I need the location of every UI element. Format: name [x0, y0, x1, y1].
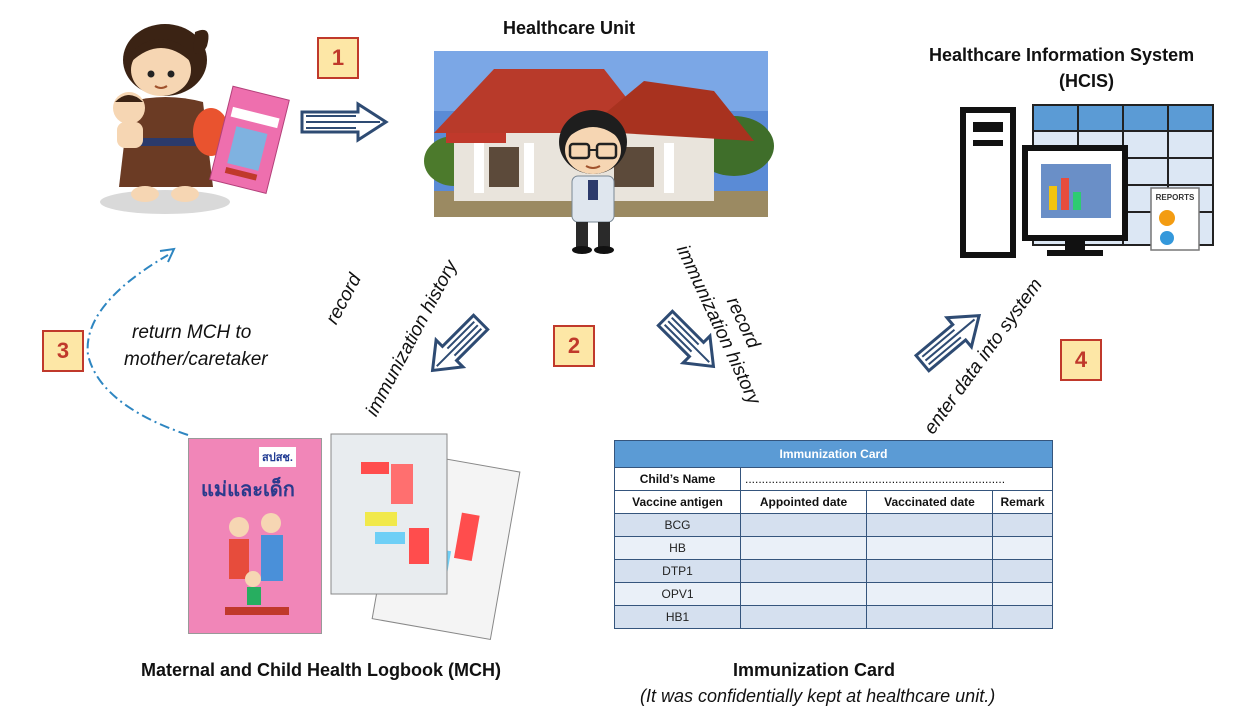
- card-title: Immunization Card: [615, 441, 1052, 468]
- record-left-line1: record: [322, 270, 366, 328]
- col-appointed-date: Appointed date: [741, 491, 867, 513]
- book-family-illustration: [225, 513, 289, 615]
- empty-cell: [741, 514, 867, 536]
- mch-logbook-pages: [330, 433, 521, 641]
- table-row: OPV1: [615, 583, 1052, 606]
- mch-heading: Maternal and Child Health Logbook (MCH): [141, 660, 501, 680]
- empty-cell: [993, 606, 1052, 628]
- empty-cell: [741, 537, 867, 559]
- reports-label: REPORTS: [1156, 193, 1195, 202]
- step-2-arrow-right: [656, 309, 716, 369]
- hcis-heading-line2: (HCIS): [1059, 71, 1114, 91]
- empty-cell: [867, 537, 993, 559]
- empty-cell: [741, 583, 867, 605]
- table-row: DTP1: [615, 560, 1052, 583]
- healthcare-unit-heading: Healthcare Unit: [503, 18, 636, 38]
- empty-cell: [993, 514, 1052, 536]
- empty-cell: [867, 560, 993, 582]
- child-name-label: Child’s Name: [615, 468, 741, 490]
- col-vaccinated-date: Vaccinated date: [867, 491, 993, 513]
- step-4-arrow: [913, 313, 982, 373]
- empty-cell: [993, 560, 1052, 582]
- child-name-row: Child’s Name ...........................…: [615, 468, 1052, 491]
- vaccine-antigen-cell: OPV1: [615, 583, 741, 605]
- vaccine-antigen-cell: HB: [615, 537, 741, 559]
- table-row: HB1: [615, 606, 1052, 628]
- hcis-heading-line1: Healthcare Information System: [929, 45, 1195, 65]
- book-logo: สปสช.: [259, 447, 296, 467]
- empty-cell: [741, 606, 867, 628]
- card-heading: Immunization Card: [733, 660, 896, 680]
- card-header-row: Vaccine antigen Appointed date Vaccinate…: [615, 491, 1052, 514]
- card-note: (It was confidentially kept at healthcar…: [640, 686, 996, 706]
- return-label-line1: return MCH to: [132, 322, 252, 343]
- step-1-badge: 1: [317, 37, 359, 79]
- empty-cell: [867, 606, 993, 628]
- return-label-line2: mother/caretaker: [124, 349, 268, 370]
- child-name-dots: ........................................…: [745, 472, 1006, 486]
- vaccine-antigen-cell: DTP1: [615, 560, 741, 582]
- table-row: BCG: [615, 514, 1052, 537]
- empty-cell: [867, 583, 993, 605]
- step-3-badge: 3: [42, 330, 84, 372]
- empty-cell: [741, 560, 867, 582]
- mch-logbook-cover: สปสช. แม่และเด็ก: [188, 438, 322, 634]
- vaccine-antigen-cell: HB1: [615, 606, 741, 628]
- col-remark: Remark: [993, 491, 1052, 513]
- empty-cell: [993, 537, 1052, 559]
- immunization-card-table: Immunization Card Child’s Name .........…: [614, 440, 1053, 629]
- mother-child-illustration: [100, 24, 290, 214]
- vaccine-antigen-cell: BCG: [615, 514, 741, 536]
- healthcare-worker-icon: [559, 110, 627, 254]
- step-2-arrow-left: [430, 313, 490, 373]
- step-4-badge: 4: [1060, 339, 1102, 381]
- hcis-computer-illustration: REPORTS: [960, 104, 1214, 258]
- col-vaccine-antigen: Vaccine antigen: [615, 491, 741, 513]
- step-2-badge: 2: [553, 325, 595, 367]
- empty-cell: [993, 583, 1052, 605]
- empty-cell: [867, 514, 993, 536]
- step-3-return-arrow: [86, 247, 189, 436]
- step-1-arrow: [300, 101, 389, 143]
- book-title: แม่และเด็ก: [201, 479, 295, 501]
- table-row: HB: [615, 537, 1052, 560]
